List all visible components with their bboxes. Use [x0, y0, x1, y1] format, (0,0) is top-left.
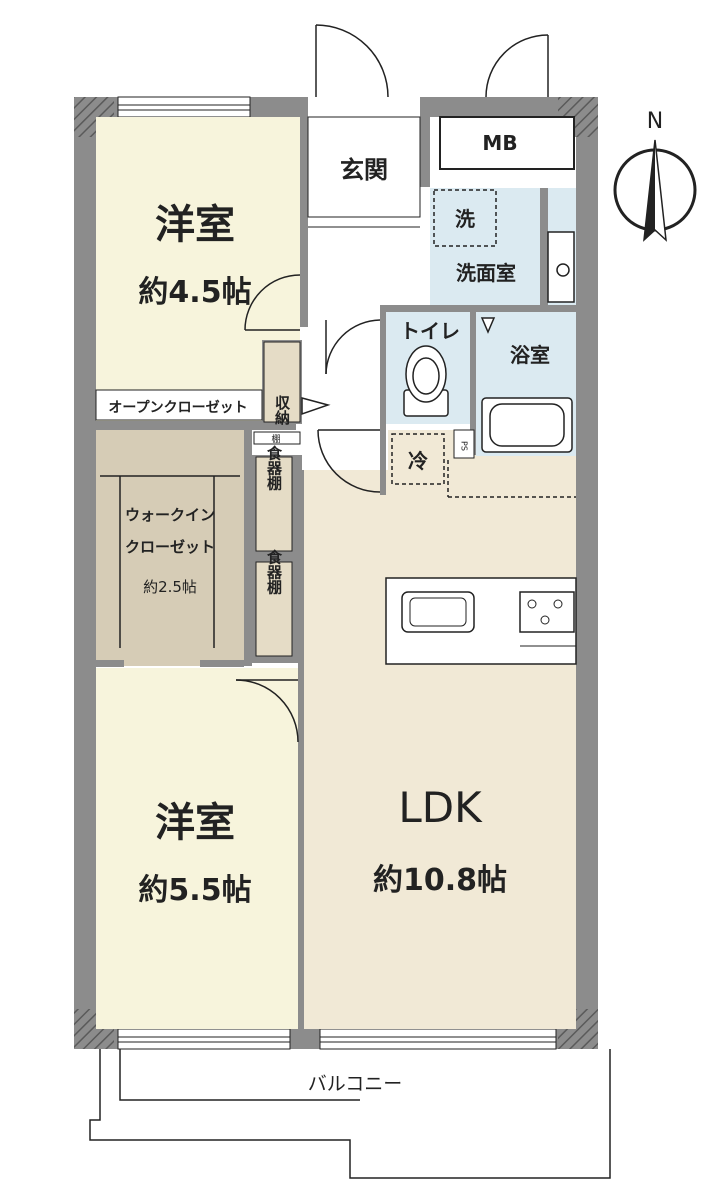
bedroom-north-area: 約4.5帖 — [138, 275, 251, 310]
mb-box — [439, 116, 575, 170]
room-fills — [96, 117, 576, 1029]
kitchen-counter — [385, 577, 577, 665]
walkin-area: 約2.5帖 — [143, 578, 197, 596]
ldk-name: LDK — [398, 783, 483, 832]
balcony-outline — [89, 1049, 611, 1179]
compass-north-label: N — [647, 109, 663, 134]
ps-label: PS — [460, 441, 469, 451]
bath-label: 浴室 — [510, 343, 550, 367]
walkin-rods — [100, 475, 240, 648]
room-doors — [235, 274, 496, 743]
mb-label: MB — [482, 131, 517, 155]
stove — [519, 591, 575, 633]
cupboard-2-box — [255, 561, 293, 657]
bedroom-south-name: 洋室 — [155, 800, 235, 846]
fridge-label: 冷 — [408, 449, 428, 473]
open-closet-box — [95, 389, 263, 421]
bedroom-south-floor — [96, 668, 298, 1029]
shelf-small-label: 棚 — [271, 433, 280, 445]
fridge-space — [391, 433, 445, 485]
genkan-label: 玄関 — [340, 156, 388, 184]
entrance-doors — [315, 24, 549, 98]
bedroom-north-name: 洋室 — [155, 202, 235, 248]
storage-box — [263, 341, 301, 423]
cupboard-1-label: 食器棚 — [265, 445, 283, 492]
sink — [401, 591, 475, 633]
balcony-label: バルコニー — [308, 1073, 403, 1095]
ps-box — [453, 429, 475, 459]
genkan-area — [307, 116, 421, 218]
cupboard-1-box — [255, 456, 293, 552]
ldk-floor — [304, 470, 576, 1029]
cupboard-2-label: 食器棚 — [265, 549, 283, 596]
washer-space — [433, 189, 497, 247]
bathtub — [481, 397, 573, 453]
toilet-fixture — [403, 345, 449, 417]
washbasin — [547, 231, 575, 303]
storage-label: 収納 — [273, 394, 291, 426]
shelf-small-box — [253, 431, 301, 445]
toilet-label: トイレ — [400, 319, 460, 343]
walkin-line1: ウォークイン — [125, 506, 215, 524]
compass — [613, 139, 697, 242]
walkin-line2: クローゼット — [125, 538, 215, 556]
open-closet-label: オープンクローゼット — [108, 399, 247, 416]
bedroom-south-area: 約5.5帖 — [138, 873, 251, 908]
washer-label: 洗 — [455, 207, 475, 231]
washroom-label: 洗面室 — [456, 261, 516, 285]
ldk-area: 約10.8帖 — [373, 863, 507, 898]
